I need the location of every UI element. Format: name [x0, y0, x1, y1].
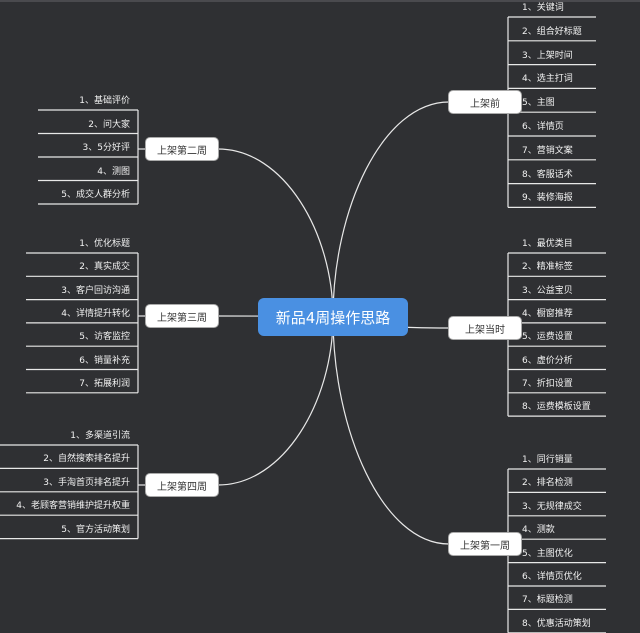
connector-week4 [217, 316, 334, 486]
leaf-day-2[interactable]: 2、精准标签 [522, 262, 573, 273]
leaf-day-3[interactable]: 3、公益宝贝 [522, 285, 573, 296]
branch-day[interactable]: 上架当时 [449, 317, 521, 339]
leaf-week1-6[interactable]: 6、详情页优化 [522, 572, 582, 582]
leaf-day-8[interactable]: 8、运费模板设置 [522, 402, 591, 413]
connector-week2 [217, 148, 334, 318]
branch-week1[interactable]: 上架第一周 [449, 533, 521, 555]
leaf-week3-3[interactable]: 3、客户回访沟通 [61, 285, 130, 296]
leaf-week4-5[interactable]: 5、官方活动策划 [61, 524, 130, 535]
leaf-before-7[interactable]: 7、营销文案 [522, 145, 573, 156]
leaf-day-5[interactable]: 5、运费设置 [522, 332, 573, 343]
leaf-week4-1[interactable]: 1、多渠道引流 [70, 431, 130, 441]
leaf-week2-3[interactable]: 3、5分好评 [82, 143, 130, 153]
leaf-week3-4[interactable]: 4、详情提升转化 [61, 308, 130, 319]
leaf-week1-4[interactable]: 4、测款 [522, 525, 555, 536]
leaf-week2-2[interactable]: 2、问大家 [88, 119, 130, 130]
leaf-before-1[interactable]: 1、关键词 [522, 3, 564, 13]
leaf-before-4[interactable]: 4、选主打词 [522, 74, 573, 85]
central-topic[interactable]: 新品4周操作思路 [258, 298, 408, 336]
leaf-week4-3[interactable]: 3、手淘首页排名提升 [43, 477, 130, 488]
leaf-week3-6[interactable]: 6、销量补充 [79, 355, 130, 366]
leaf-week1-5[interactable]: 5、主图优化 [522, 548, 573, 559]
leaf-week2-4[interactable]: 4、测图 [97, 166, 130, 177]
leaf-week3-1[interactable]: 1、优化标题 [79, 239, 130, 249]
leaf-week3-5[interactable]: 5、访客监控 [79, 332, 130, 343]
branch-week3[interactable]: 上架第三周 [146, 305, 218, 327]
branch-week2[interactable]: 上架第二周 [146, 138, 218, 160]
leaf-week1-1[interactable]: 1、同行销量 [522, 455, 573, 465]
leaf-day-7[interactable]: 7、折扣设置 [522, 378, 573, 389]
leaf-week4-4[interactable]: 4、老顾客营销维护提升权重 [16, 501, 130, 512]
leaf-week2-5[interactable]: 5、成交人群分析 [61, 190, 130, 200]
leaf-week4-2[interactable]: 2、自然搜索排名提升 [43, 454, 130, 465]
leaf-day-6[interactable]: 6、虚价分析 [522, 355, 573, 366]
leaf-week1-3[interactable]: 3、无规律成交 [522, 501, 582, 512]
branch-week4[interactable]: 上架第四周 [146, 474, 218, 496]
leaf-before-8[interactable]: 8、客服话术 [522, 169, 573, 180]
leaf-day-4[interactable]: 4、橱窗推荐 [522, 308, 573, 319]
connector-week1 [332, 316, 450, 545]
leaf-week1-8[interactable]: 8、优惠活动策划 [522, 618, 591, 629]
leaf-before-5[interactable]: 5、主图 [522, 98, 555, 109]
leaf-week3-2[interactable]: 2、真实成交 [79, 262, 130, 273]
leaf-week1-2[interactable]: 2、排名检测 [522, 478, 573, 489]
leaf-week2-1[interactable]: 1、基础评价 [79, 96, 130, 106]
connector-before [332, 101, 450, 318]
window-top-edge [0, 0, 640, 2]
leaf-before-9[interactable]: 9、装修海报 [522, 193, 573, 204]
leaf-week3-7[interactable]: 7、拓展利润 [79, 378, 130, 389]
leaf-week1-7[interactable]: 7、标题检测 [522, 595, 573, 606]
leaf-before-3[interactable]: 3、上架时间 [522, 50, 573, 61]
leaf-before-2[interactable]: 2、组合好标题 [522, 26, 582, 37]
leaf-before-6[interactable]: 6、详情页 [522, 122, 564, 132]
leaf-day-1[interactable]: 1、最优类目 [522, 239, 573, 249]
branch-before[interactable]: 上架前 [449, 91, 521, 113]
